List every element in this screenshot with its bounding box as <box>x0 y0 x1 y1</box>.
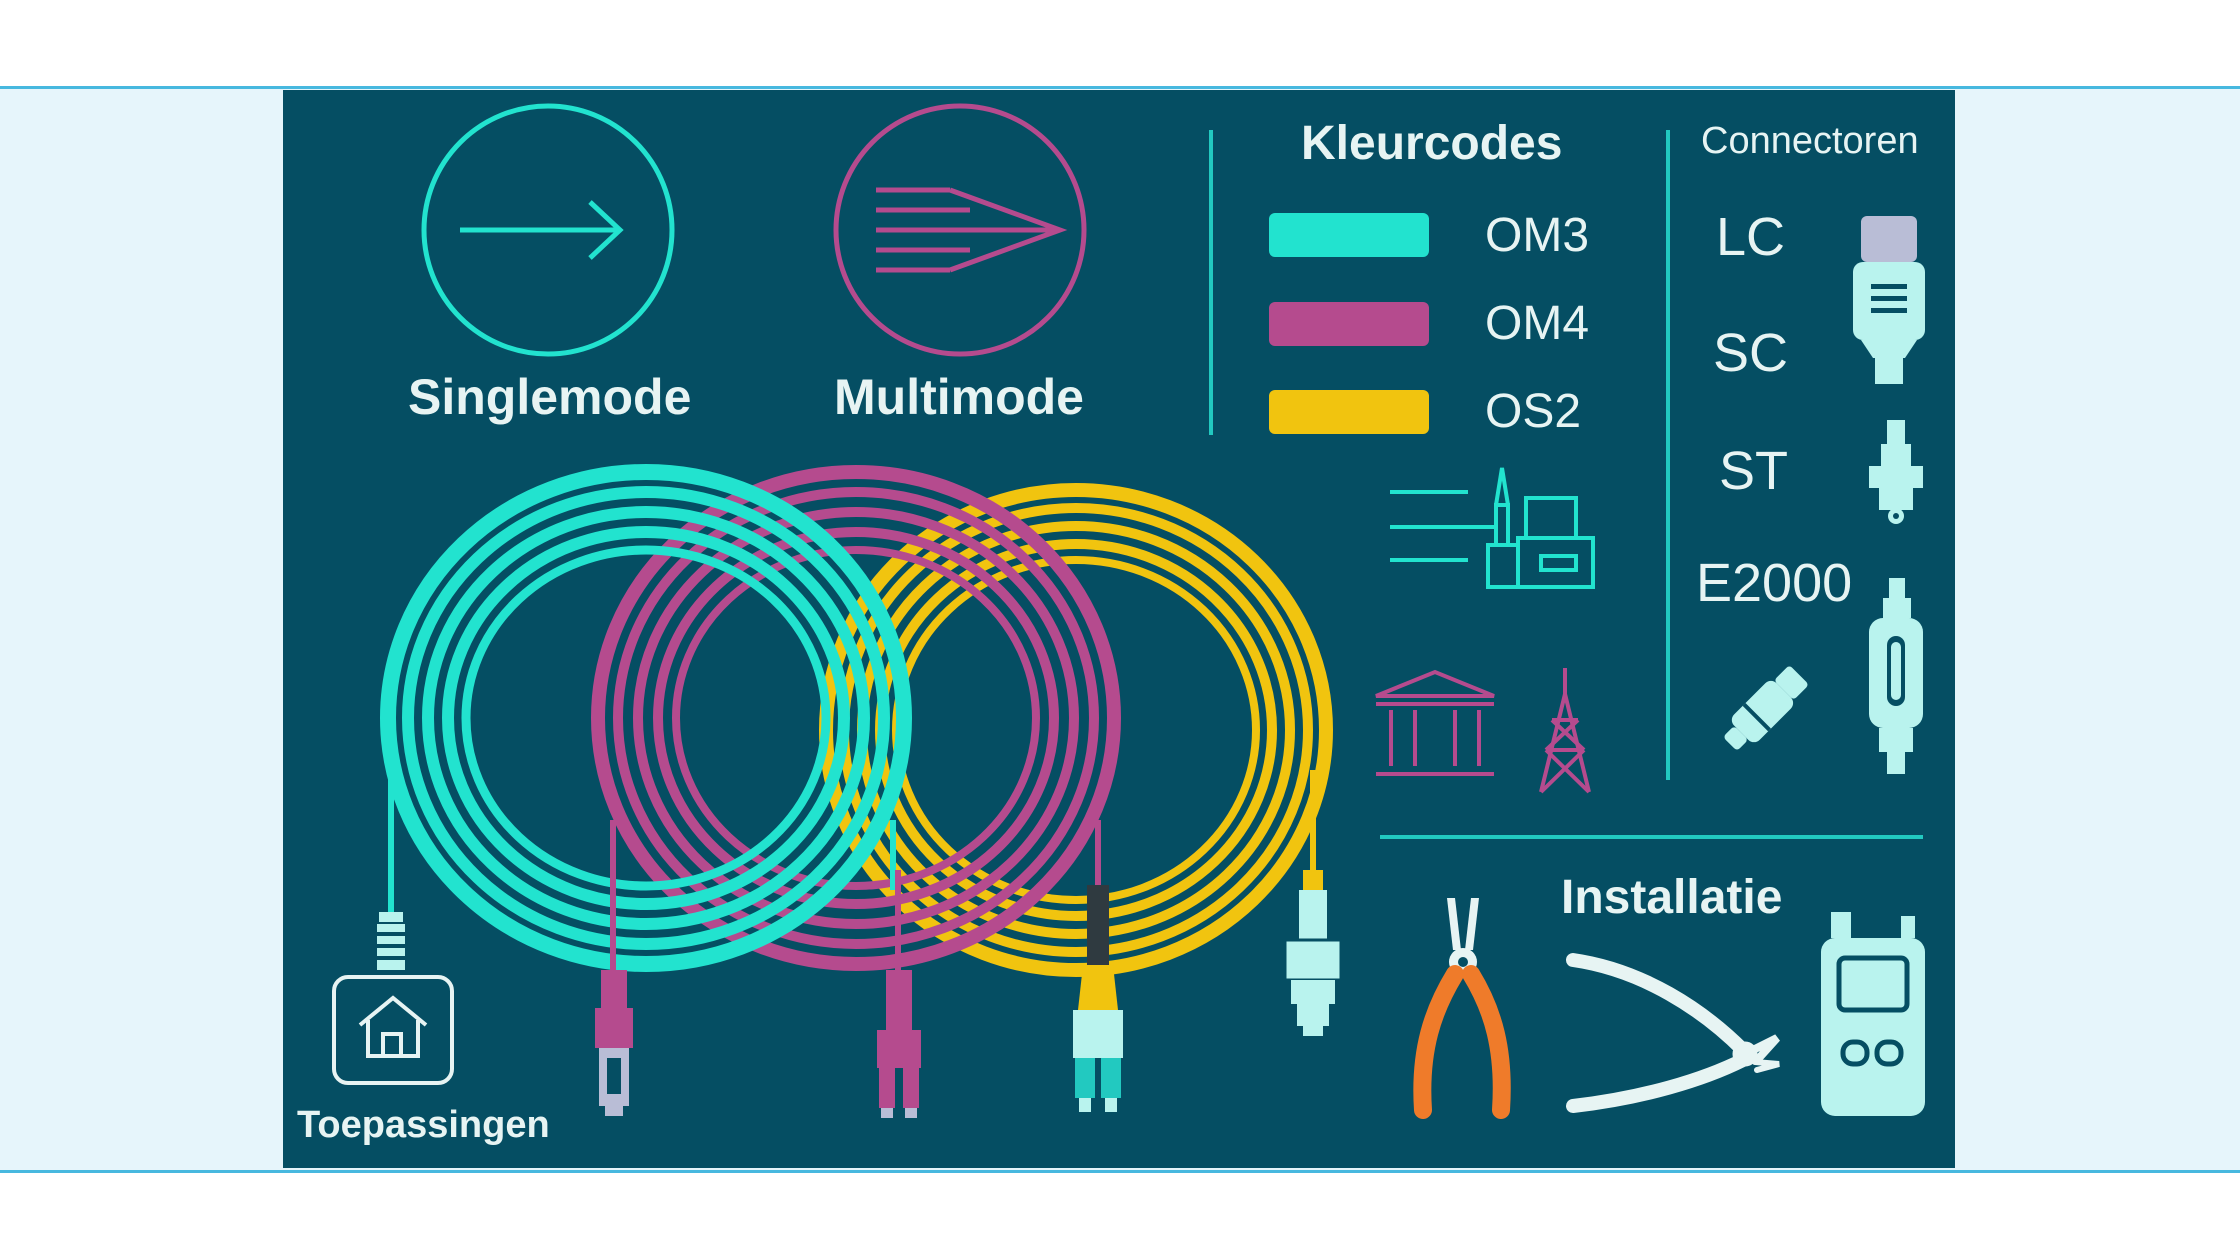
lc-connector-icon <box>1853 216 1925 384</box>
tower-icon <box>1539 668 1591 794</box>
installation-title: Installatie <box>1561 871 1783 924</box>
os2-color-swatch <box>1269 390 1429 434</box>
yellow-sc-connector <box>1283 870 1343 1036</box>
infographic-panel: Singlemode Multimode Kleurcodes OM3 OM4 … <box>283 90 1955 1168</box>
cable-cutter-icon <box>1566 953 1780 1113</box>
singlemode-arrow-icon <box>421 103 675 357</box>
bank-icon <box>1375 669 1495 776</box>
applications-title: Toepassingen <box>297 1104 550 1146</box>
e2000-label: E2000 <box>1696 553 1853 613</box>
magenta-fiber-coil <box>591 465 1121 971</box>
yellow-duplex-connector <box>1073 885 1123 1112</box>
om4-label: OM4 <box>1485 297 1590 350</box>
home-icon <box>332 975 454 1085</box>
multimode-label: Multimode <box>834 369 1084 425</box>
om4-color-swatch <box>1269 302 1429 346</box>
om3-label: OM3 <box>1485 209 1590 262</box>
singlemode-label: Singlemode <box>408 369 692 425</box>
magenta-lc-connector-2 <box>877 970 921 1118</box>
cyan-fiber-coil <box>380 464 912 972</box>
magenta-lc-connector-1 <box>595 970 633 1116</box>
section-dividers <box>1209 130 1923 839</box>
color-codes-title: Kleurcodes <box>1301 117 1563 170</box>
om3-color-swatch <box>1269 213 1429 257</box>
cable-tails <box>388 770 1316 970</box>
ferrule-connector-icon <box>1724 666 1808 750</box>
st-label: ST <box>1719 441 1789 501</box>
lc-label: LC <box>1716 207 1786 267</box>
connectors-title: Connectoren <box>1701 120 1919 162</box>
os2-label: OS2 <box>1485 385 1582 438</box>
st-connector-icon <box>1869 420 1923 524</box>
sc-label: SC <box>1713 323 1789 383</box>
e2000-connector-icon <box>1869 578 1923 774</box>
multimode-fan-icon <box>833 103 1087 357</box>
fiber-tester-icon <box>1821 912 1925 1116</box>
home-connector-plug <box>377 912 405 970</box>
factory-icon <box>1390 467 1595 589</box>
pliers-icon <box>1413 898 1511 1119</box>
